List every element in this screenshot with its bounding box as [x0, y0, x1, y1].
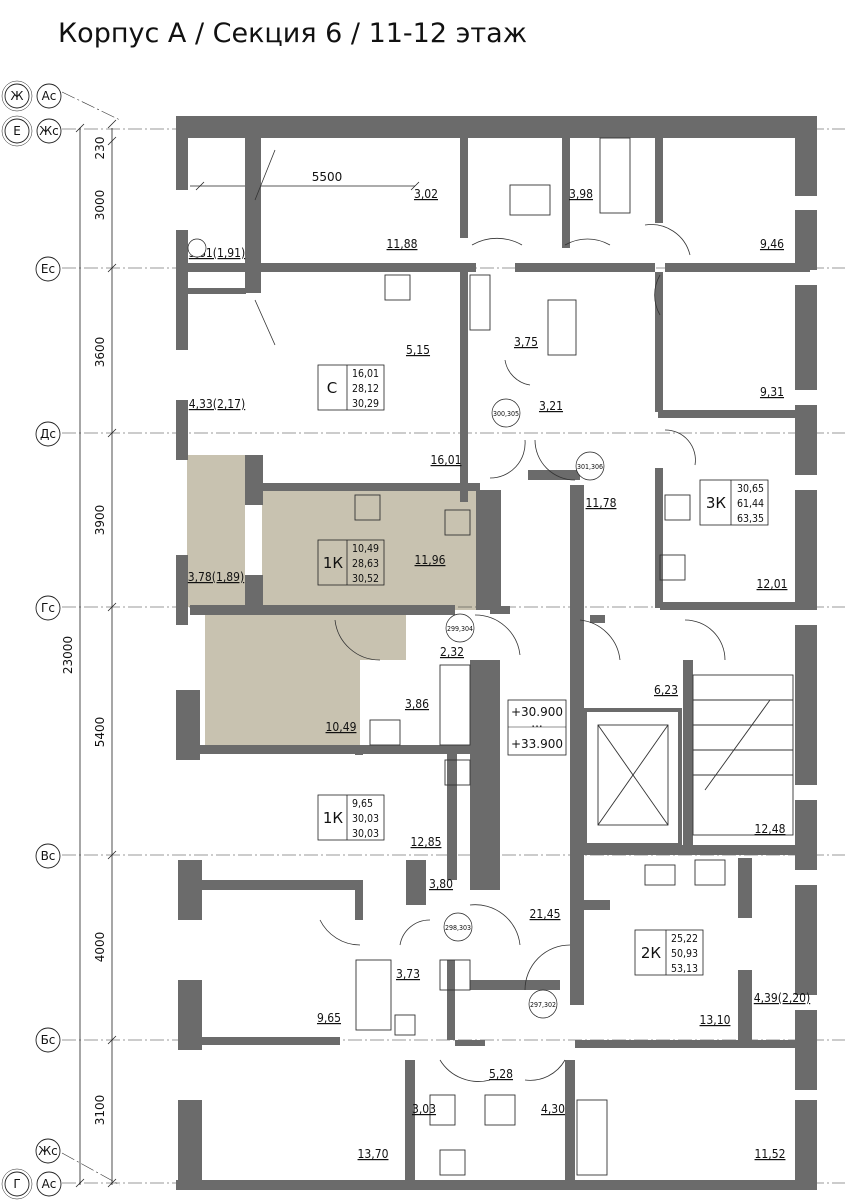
room-area: 6,23 — [654, 683, 678, 697]
room-area: 12,01 — [757, 577, 788, 591]
room-area: 3,02 — [414, 187, 438, 201]
apartment-stat: 16,01 — [352, 368, 379, 380]
axis-label: Гс — [41, 601, 55, 615]
dimension-label: 230 — [93, 137, 107, 160]
apartment-type: 2К — [641, 944, 662, 962]
apartment-type: 1К — [323, 809, 344, 827]
apartment-stat: 28,63 — [352, 558, 379, 570]
axis-label: Ас — [42, 1177, 57, 1191]
room-area: 3,78(1,89) — [188, 570, 244, 584]
room-area: 3,21 — [539, 399, 563, 413]
door-mark: 298,303 — [445, 924, 471, 932]
dimension-label: 3000 — [93, 190, 107, 221]
room-area: 9,31 — [760, 385, 784, 399]
room-area: 12,85 — [411, 835, 442, 849]
dimension-label: 5500 — [312, 170, 343, 184]
apartment-stat: 30,03 — [352, 813, 379, 825]
highlighted-apartment — [187, 455, 478, 745]
walls — [176, 116, 817, 1190]
apartment-stat: 30,29 — [352, 398, 379, 410]
apartment-stat: 30,03 — [352, 828, 379, 840]
level-upper: +33.900 — [511, 737, 563, 751]
dimension-label: 5400 — [93, 717, 107, 748]
apartment-stat: 25,22 — [671, 933, 698, 945]
dimension-label: 4000 — [93, 932, 107, 963]
level-box — [507, 699, 567, 756]
axis-label: Дс — [40, 427, 56, 441]
fixtures — [354, 137, 794, 1176]
level-lower: +30.900 — [511, 705, 563, 719]
room-area: 3,98 — [569, 187, 593, 201]
room-area: 11,78 — [586, 496, 617, 510]
apartment-stat: 63,35 — [737, 513, 764, 525]
door-mark: 297,302 — [530, 1001, 556, 1009]
apartment-stat: 10,49 — [352, 543, 379, 555]
dimension-label: 3900 — [93, 505, 107, 536]
room-area: 5,15 — [406, 343, 430, 357]
dimension-label: 3100 — [93, 1095, 107, 1126]
door-mark: 299,304 — [447, 625, 473, 633]
dimension-label: 23000 — [61, 636, 75, 674]
axis-label: Ж — [11, 89, 24, 103]
axis-label: Вс — [41, 849, 56, 863]
room-area: 3,03 — [412, 1102, 436, 1116]
room-area: 10,49 — [326, 720, 357, 734]
room-area: 2,32 — [440, 645, 464, 659]
room-area: 13,70 — [358, 1147, 389, 1161]
apartment-stat: 50,93 — [671, 948, 698, 960]
apartment-stat: 9,65 — [352, 798, 373, 810]
room-area: 4,30 — [541, 1102, 565, 1116]
room-area: 21,45 — [530, 907, 561, 921]
door-swings — [254, 149, 726, 1082]
level-separator: ... — [531, 716, 542, 730]
door-mark: 301,306 — [577, 463, 603, 471]
apartment-stat: 30,65 — [737, 483, 764, 495]
room-area: 12,48 — [755, 822, 786, 836]
dimension-label: 3600 — [93, 337, 107, 368]
room-area: 13,10 — [700, 1013, 731, 1027]
apartment-stat: 61,44 — [737, 498, 764, 510]
dimension-lines — [75, 119, 420, 1188]
axis-label: Г — [13, 1177, 20, 1191]
room-area: 4,39(2,20) — [754, 991, 810, 1005]
axis-bubble-rings — [1, 80, 33, 1200]
room-area: 5,28 — [489, 1067, 513, 1081]
apartment-stat: 53,13 — [671, 963, 698, 975]
room-area: 11,88 — [387, 237, 418, 251]
room-area: 3,86 — [405, 697, 429, 711]
room-area: 11,96 — [415, 553, 446, 567]
apartment-type: 1К — [323, 554, 344, 572]
apartment-stat: 30,52 — [352, 573, 379, 585]
apartment-labels — [317, 364, 769, 976]
room-area: 9,46 — [760, 237, 784, 251]
door-marks — [187, 238, 605, 1019]
room-area: 9,65 — [317, 1011, 341, 1025]
axis-label: Е — [13, 124, 21, 138]
apartment-type: С — [327, 379, 337, 397]
room-area: 3,73 — [396, 967, 420, 981]
axis-label: Бс — [41, 1033, 56, 1047]
apartment-type: 3К — [706, 494, 727, 512]
page-title: Корпус А / Секция 6 / 11-12 этаж — [58, 18, 528, 49]
room-area: 4,33(2,17) — [189, 397, 245, 411]
axis-label: Жс — [38, 1144, 58, 1158]
axis-label: Жс — [39, 124, 59, 138]
room-area: 3,75 — [514, 335, 538, 349]
room-area: 11,52 — [755, 1147, 786, 1161]
door-mark: 300,305 — [493, 410, 519, 418]
apartment-stat: 28,12 — [352, 383, 379, 395]
axis-label: Ас — [42, 89, 57, 103]
axis-bubbles — [4, 83, 62, 1197]
axis-label: Ес — [41, 262, 55, 276]
room-areas: 11,88 3,02 3,98 9,46 3,81(1,91) 5,15 3,7… — [188, 187, 810, 1161]
room-area: 16,01 — [431, 453, 462, 467]
room-area: 3,80 — [429, 877, 453, 891]
